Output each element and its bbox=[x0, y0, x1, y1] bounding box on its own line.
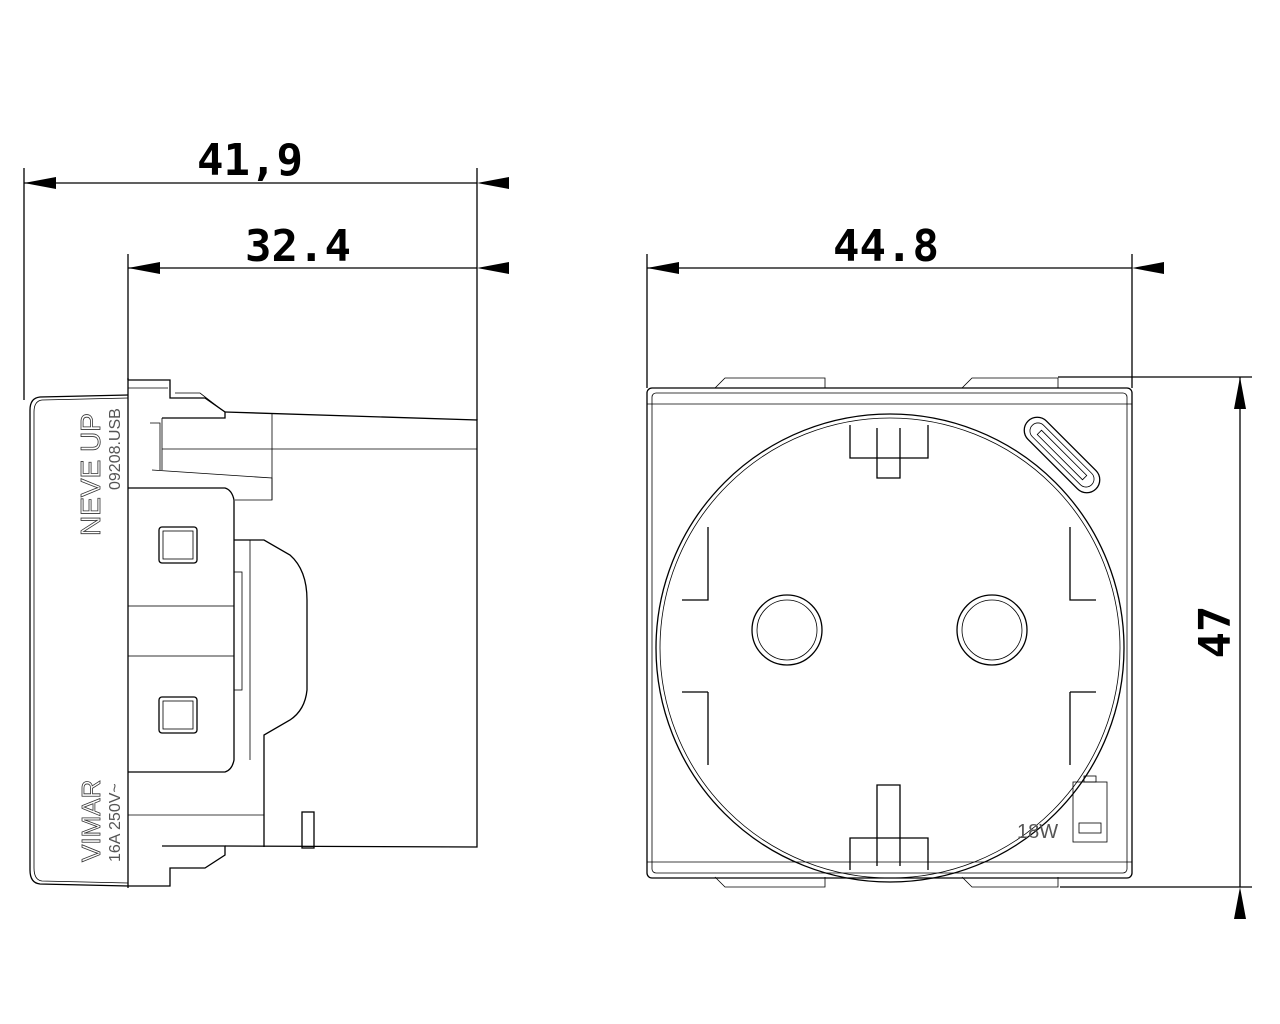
product-code-label: 09208.USB bbox=[107, 408, 124, 490]
usb-c-port-icon bbox=[1023, 416, 1101, 494]
dimension-label-41-9: 41,9 bbox=[197, 135, 303, 186]
side-view: NEVE UP 09208.USB VIMAR 16A 250V~ bbox=[29, 378, 478, 888]
dimension-overall-depth: 41,9 bbox=[23, 135, 509, 420]
dimension-width: 44.8 bbox=[646, 221, 1164, 388]
dimension-label-44-8: 44.8 bbox=[833, 221, 939, 272]
dimension-height: 47 bbox=[1058, 376, 1252, 919]
dimension-label-32-4: 32.4 bbox=[245, 221, 351, 272]
front-view: 18W bbox=[646, 377, 1133, 888]
battery-icon bbox=[1072, 775, 1108, 843]
product-name-label: NEVE UP bbox=[75, 413, 106, 536]
dimension-label-47: 47 bbox=[1190, 606, 1241, 659]
power-rating-label: 18W bbox=[1017, 821, 1058, 843]
rating-label: 16A 250V~ bbox=[107, 783, 124, 862]
dimension-body-depth: 32.4 bbox=[127, 221, 509, 380]
brand-label: VIMAR bbox=[76, 780, 106, 862]
